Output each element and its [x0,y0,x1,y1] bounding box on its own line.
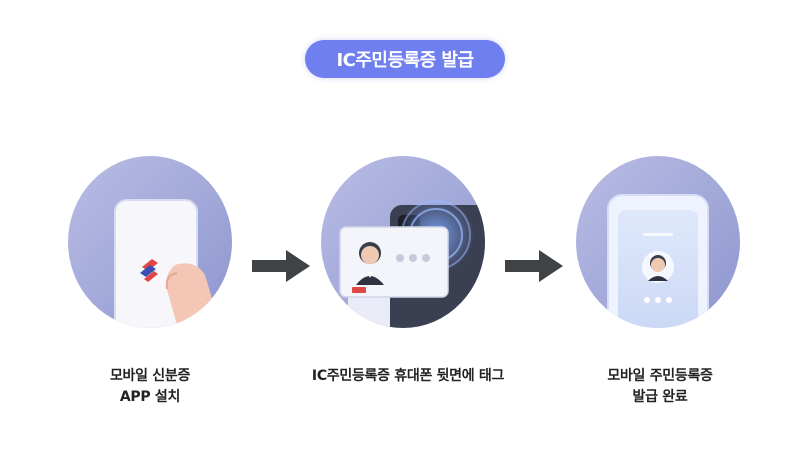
step3-caption: 모바일 주민등록증 발급 완료 [570,366,750,408]
step-tag-card [318,155,488,330]
step2-caption: IC주민등록증 휴대폰 뒷면에 태그 [293,366,523,387]
phone-with-hand-illustration [68,156,232,328]
step1-caption: 모바일 신분증 APP 설치 [70,366,230,408]
step1-caption-line1: 모바일 신분증 [109,368,191,384]
arrow-right-icon [505,248,565,284]
step-issued [573,155,743,330]
arrow-right-icon [252,248,312,284]
title-text: IC주민등록증 발급 [336,50,474,71]
title-badge: IC주민등록증 발급 [305,40,505,78]
card-tag-illustration [321,156,485,328]
step1-caption-line2: APP 설치 [119,389,181,405]
step3-caption-line1: 모바일 주민등록증 [607,368,713,384]
app-logo-icon [140,259,158,282]
step3-caption-line2: 발급 완료 [632,389,688,405]
step2-caption-line1: IC주민등록증 휴대폰 뒷면에 태그 [311,368,505,384]
step-install-app [65,155,235,330]
mobile-id-illustration [576,156,740,328]
id-card [339,226,449,298]
